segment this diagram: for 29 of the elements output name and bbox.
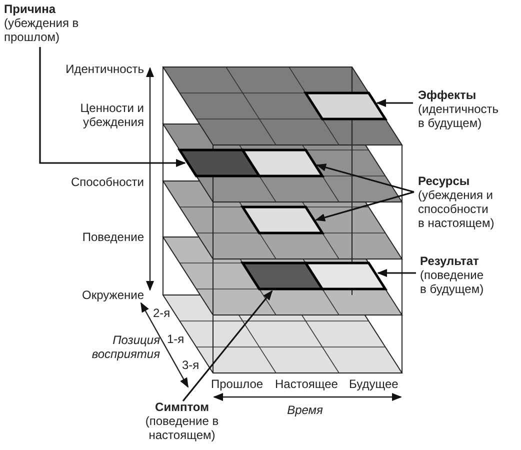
callout-text: (поведение в настоящем)	[144, 414, 220, 442]
axis-label: Прошлое	[211, 377, 264, 391]
axis-label: 2-я	[153, 306, 172, 320]
callout-heading: Симптом	[154, 400, 210, 414]
axis-label: Идентичность	[64, 62, 144, 76]
callout-heading: Эффекты	[418, 88, 478, 102]
axis-title: Позиция восприятия	[90, 333, 160, 361]
axis-label: 3-я	[182, 358, 200, 372]
callout-text: (поведение в будущем)	[420, 268, 485, 296]
callout-text: (убеждения в прошлом)	[4, 16, 80, 44]
axis-label: Настоящее	[275, 377, 339, 391]
axis-label: Ценности и убеждения	[79, 101, 144, 129]
arrow	[316, 164, 414, 193]
axis-label: Будущее	[349, 377, 400, 391]
arrow	[39, 47, 186, 167]
callout-text: (убеждения и способности в настоящем)	[418, 188, 496, 230]
callout-heading: Результат	[420, 254, 480, 268]
callout-heading: Причина	[4, 2, 57, 16]
arrow	[376, 99, 413, 107]
callout-text: (идентичность в будущем)	[418, 102, 500, 130]
axis-label: 1-я	[167, 332, 186, 346]
callout-heading: Ресурсы	[418, 174, 471, 188]
arrow	[377, 269, 416, 277]
axis-label: Окружение	[81, 288, 144, 302]
arrow	[182, 290, 273, 402]
axis-label: Способности	[70, 175, 144, 189]
axis-label: Поведение	[81, 230, 144, 244]
arrow	[315, 191, 414, 222]
axis-title: Время	[286, 403, 324, 417]
